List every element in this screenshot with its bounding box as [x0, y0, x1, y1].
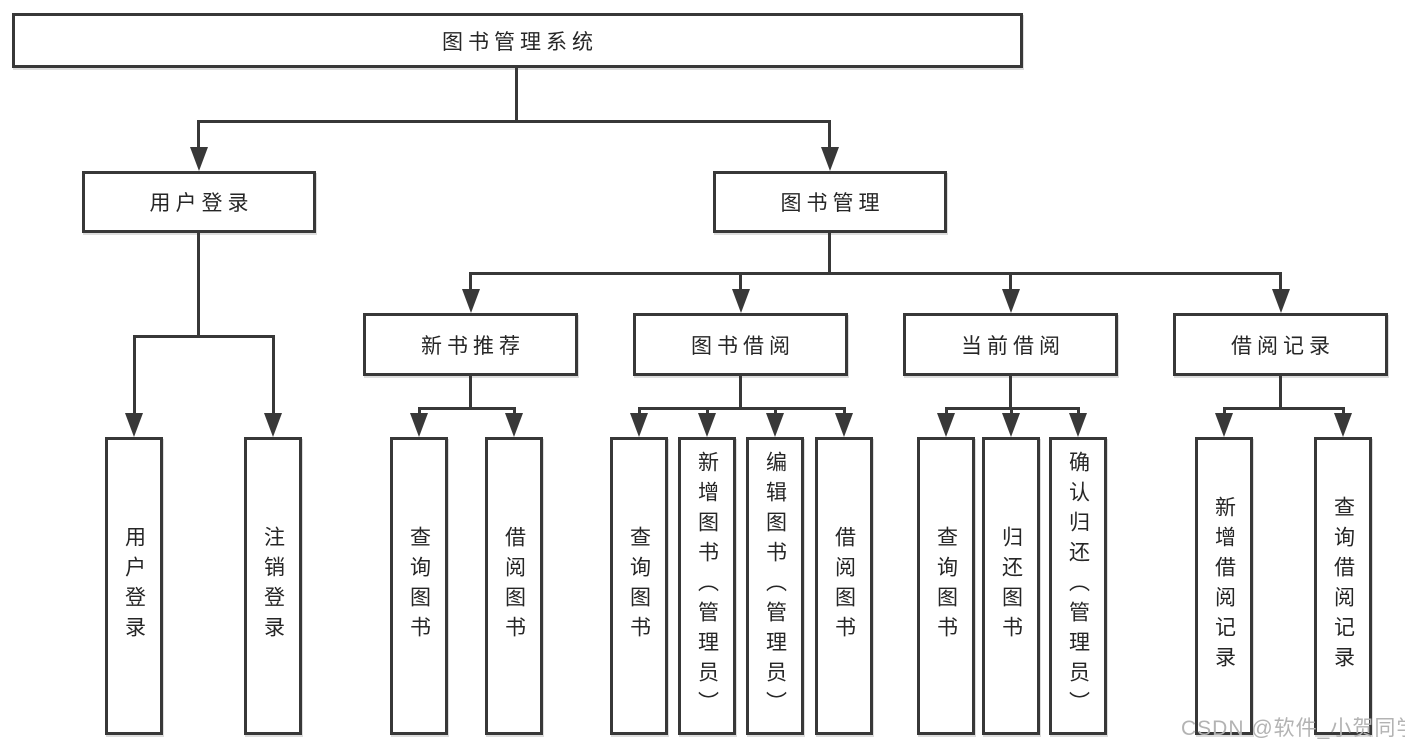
leaf-query-books-current-label: 查询图书 — [934, 526, 958, 646]
arrow-down-icon — [410, 413, 428, 437]
node-user-login-label: 用户登录 — [149, 192, 254, 215]
connector-line — [638, 407, 846, 410]
connector-line — [638, 407, 641, 416]
node-book-borrowing: 图书借阅 — [633, 313, 848, 376]
connector-line — [843, 407, 846, 416]
connector-line — [739, 376, 742, 407]
arrow-down-icon — [462, 289, 480, 313]
connector-line — [1279, 376, 1282, 407]
leaf-return-book: 归还图书 — [982, 437, 1040, 735]
leaf-borrow-books-recommend: 借阅图书 — [485, 437, 543, 735]
arrow-down-icon — [630, 413, 648, 437]
leaf-query-books-borrowing: 查询图书 — [610, 437, 668, 735]
connector-line — [133, 335, 136, 415]
leaf-confirm-return-admin: 确认归还（管理员） — [1049, 437, 1107, 735]
arrow-down-icon — [835, 413, 853, 437]
node-book-management: 图书管理 — [713, 171, 947, 233]
leaf-logout-label: 注销登录 — [261, 526, 285, 646]
leaf-add-book-admin: 新增图书（管理员） — [678, 437, 736, 735]
arrow-down-icon — [1002, 413, 1020, 437]
connector-line — [1010, 407, 1013, 416]
leaf-query-books-recommend: 查询图书 — [390, 437, 448, 735]
connector-line — [945, 407, 948, 416]
connector-line — [197, 120, 831, 123]
arrow-down-icon — [125, 413, 143, 437]
connector-line — [1342, 407, 1345, 416]
arrow-down-icon — [1215, 413, 1233, 437]
leaf-borrow-books-borrowing: 借阅图书 — [815, 437, 873, 735]
node-borrowing-records-label: 借阅记录 — [1231, 334, 1335, 358]
arrow-down-icon — [1002, 289, 1020, 313]
leaf-user-login-label: 用户登录 — [122, 526, 146, 646]
arrow-down-icon — [505, 413, 523, 437]
connector-line — [1223, 407, 1345, 410]
connector-line — [828, 120, 831, 150]
node-book-borrowing-label: 图书借阅 — [691, 334, 795, 358]
leaf-borrow-books-recommend-label: 借阅图书 — [502, 526, 526, 646]
leaf-query-books-recommend-label: 查询图书 — [407, 526, 431, 646]
connector-line — [739, 272, 742, 292]
connector-line — [469, 272, 1282, 275]
leaf-add-borrow-record-label: 新增借阅记录 — [1212, 496, 1236, 676]
connector-line — [1009, 272, 1012, 292]
node-root-label: 图书管理系统 — [442, 30, 598, 54]
node-current-borrowing-label: 当前借阅 — [961, 334, 1065, 358]
connector-line — [469, 272, 472, 292]
node-root: 图书管理系统 — [12, 13, 1023, 68]
leaf-edit-book-admin-label: 编辑图书（管理员） — [763, 451, 787, 721]
arrow-down-icon — [766, 413, 784, 437]
arrow-down-icon — [732, 289, 750, 313]
leaf-query-borrow-record: 查询借阅记录 — [1314, 437, 1372, 735]
connector-line — [828, 233, 831, 272]
leaf-add-borrow-record: 新增借阅记录 — [1195, 437, 1253, 735]
connector-line — [1077, 407, 1080, 416]
arrow-down-icon — [190, 147, 208, 171]
arrow-down-icon — [264, 413, 282, 437]
leaf-user-login: 用户登录 — [105, 437, 163, 735]
leaf-query-books-borrowing-label: 查询图书 — [627, 526, 651, 646]
node-user-login: 用户登录 — [82, 171, 316, 233]
arrow-down-icon — [1272, 289, 1290, 313]
connector-line — [1009, 376, 1012, 407]
leaf-query-borrow-record-label: 查询借阅记录 — [1331, 496, 1355, 676]
connector-line — [469, 376, 472, 407]
leaf-add-book-admin-label: 新增图书（管理员） — [695, 451, 719, 721]
connector-line — [706, 407, 709, 416]
node-new-book-recommend-label: 新书推荐 — [421, 334, 525, 358]
connector-line — [197, 233, 200, 335]
arrow-down-icon — [937, 413, 955, 437]
arrow-down-icon — [1069, 413, 1087, 437]
connector-line — [1223, 407, 1226, 416]
leaf-borrow-books-borrowing-label: 借阅图书 — [832, 526, 856, 646]
connector-line — [1279, 272, 1282, 292]
connector-line — [272, 335, 275, 415]
connector-line — [513, 407, 516, 416]
node-new-book-recommend: 新书推荐 — [363, 313, 578, 376]
connector-line — [418, 407, 516, 410]
leaf-query-books-current: 查询图书 — [917, 437, 975, 735]
leaf-logout: 注销登录 — [244, 437, 302, 735]
connector-line — [515, 68, 518, 120]
connector-line — [197, 120, 200, 150]
node-current-borrowing: 当前借阅 — [903, 313, 1118, 376]
leaf-edit-book-admin: 编辑图书（管理员） — [746, 437, 804, 735]
node-borrowing-records: 借阅记录 — [1173, 313, 1388, 376]
arrow-down-icon — [698, 413, 716, 437]
connector-line — [133, 335, 275, 338]
leaf-return-book-label: 归还图书 — [999, 526, 1023, 646]
connector-line — [774, 407, 777, 416]
leaf-confirm-return-admin-label: 确认归还（管理员） — [1066, 451, 1090, 721]
watermark-text: CSDN @软件_小贺同学 — [1181, 717, 1405, 740]
connector-line — [418, 407, 421, 416]
arrow-down-icon — [821, 147, 839, 171]
arrow-down-icon — [1334, 413, 1352, 437]
node-book-management-label: 图书管理 — [780, 192, 885, 215]
